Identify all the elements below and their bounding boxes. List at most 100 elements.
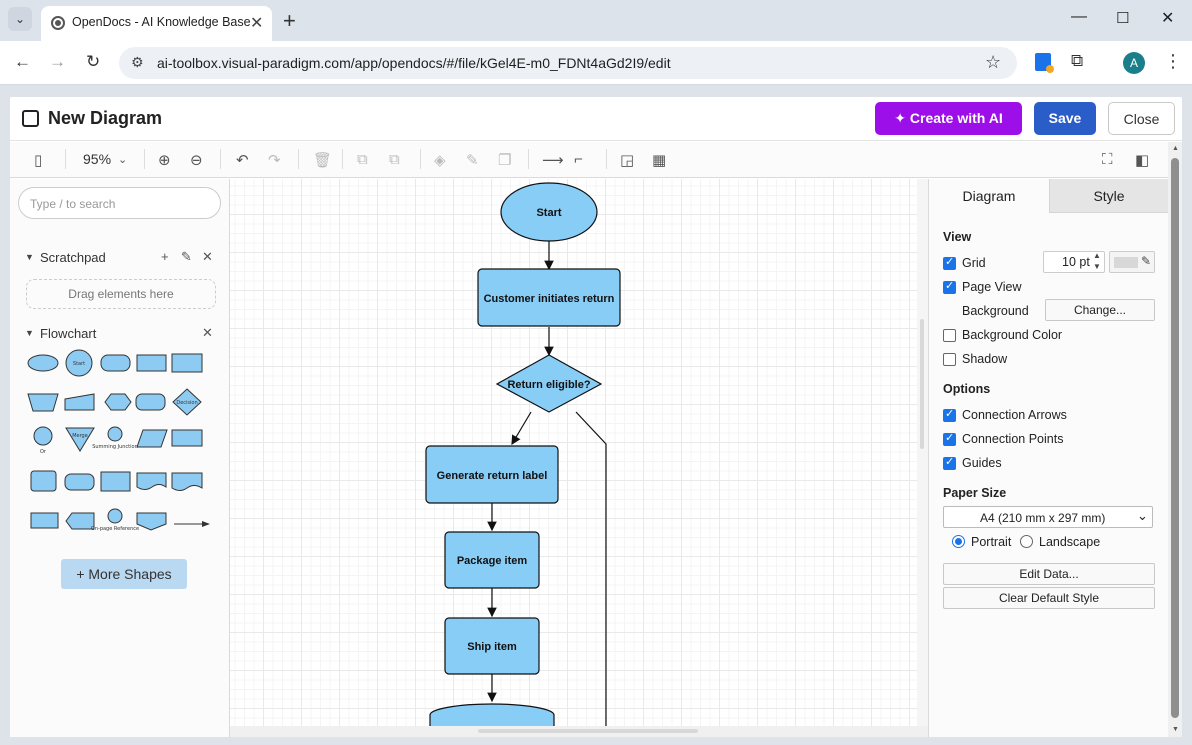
- table-icon[interactable]: ▦: [652, 151, 666, 169]
- more-shapes-button[interactable]: + More Shapes: [61, 559, 187, 589]
- browser-menu-icon[interactable]: ⋮: [1164, 51, 1182, 72]
- page-view-checkbox[interactable]: [943, 281, 956, 294]
- fill-color-icon[interactable]: ◈: [434, 151, 446, 169]
- zoom-level[interactable]: 95%: [83, 151, 111, 167]
- shadow-icon[interactable]: ❐: [498, 151, 511, 169]
- landscape-radio[interactable]: [1020, 535, 1033, 548]
- palette-multi-document[interactable]: [31, 513, 58, 528]
- palette-or[interactable]: [34, 427, 52, 445]
- format-panel-toggle-icon[interactable]: ◧: [1135, 151, 1149, 169]
- background-color-checkbox[interactable]: [943, 329, 956, 342]
- scrollbar-thumb[interactable]: [1171, 158, 1179, 718]
- bookmark-star-icon[interactable]: ☆: [985, 52, 1001, 73]
- back-icon[interactable]: ←: [14, 52, 31, 72]
- redo-icon[interactable]: ↷: [268, 151, 281, 169]
- flowchart-close-icon[interactable]: ✕: [202, 325, 213, 341]
- minimize-icon[interactable]: —: [1071, 8, 1087, 26]
- to-front-icon[interactable]: ⧉: [357, 151, 368, 168]
- sidebar-toggle-icon[interactable]: ▯: [34, 151, 42, 169]
- reload-icon[interactable]: ↻: [86, 52, 100, 72]
- spin-down-icon[interactable]: ▼: [1093, 262, 1101, 271]
- to-back-icon[interactable]: ⧉: [389, 151, 400, 168]
- grid-size-input[interactable]: 10 pt ▲ ▼: [1043, 251, 1105, 273]
- guides-checkbox[interactable]: [943, 457, 956, 470]
- connection-points-checkbox[interactable]: [943, 433, 956, 446]
- palette-data[interactable]: [137, 430, 167, 447]
- palette-database[interactable]: [31, 471, 56, 491]
- palette-paper-tape[interactable]: [137, 473, 166, 490]
- site-info-icon[interactable]: ⚙: [131, 54, 144, 71]
- palette-document-b[interactable]: [172, 430, 202, 446]
- canvas-vertical-scrollbar[interactable]: [917, 179, 928, 726]
- zoom-dropdown-icon[interactable]: ⌄: [118, 153, 127, 166]
- grid-color-picker[interactable]: ✎: [1109, 251, 1155, 273]
- palette-summing-junction[interactable]: [108, 427, 122, 441]
- collapse-caret-icon[interactable]: ▼: [25, 328, 34, 338]
- insert-shape-icon[interactable]: ◲: [620, 151, 634, 169]
- palette-merge[interactable]: [66, 428, 94, 451]
- shape-search-input[interactable]: Type / to search: [18, 187, 221, 219]
- palette-delay[interactable]: [136, 394, 165, 410]
- close-button[interactable]: Close: [1108, 102, 1175, 135]
- palette-on-page-reference[interactable]: [108, 509, 122, 523]
- connection-arrows-checkbox[interactable]: [943, 409, 956, 422]
- palette-display[interactable]: [66, 513, 94, 529]
- scratchpad-dropzone[interactable]: Drag elements here: [26, 279, 216, 309]
- flowchart-title[interactable]: Flowchart: [40, 326, 96, 341]
- edge-eligible-no[interactable]: [576, 412, 606, 726]
- undo-icon[interactable]: ↶: [236, 151, 249, 169]
- node-storage-partial[interactable]: [430, 704, 554, 726]
- browser-tab[interactable]: OpenDocs - AI Knowledge Base ✕: [41, 6, 272, 41]
- connection-icon[interactable]: ⟶: [542, 151, 564, 169]
- tab-search-button[interactable]: ⌄: [8, 7, 32, 31]
- waypoints-icon[interactable]: ⌐: [574, 151, 583, 168]
- palette-terminator[interactable]: [28, 355, 58, 371]
- edit-data-button[interactable]: Edit Data...: [943, 563, 1155, 585]
- tab-style[interactable]: Style: [1049, 179, 1168, 213]
- extensions-puzzle-icon[interactable]: ⧉: [1071, 51, 1083, 71]
- create-with-ai-button[interactable]: ✦ Create with AI: [875, 102, 1022, 135]
- palette-manual-op[interactable]: [28, 394, 58, 411]
- flowchart-shape-palette[interactable]: Start Decision Or Merge Summing Junction…: [10, 344, 230, 544]
- collapse-caret-icon[interactable]: ▼: [25, 252, 34, 262]
- zoom-out-icon[interactable]: ⊖: [190, 151, 203, 169]
- omnibox[interactable]: ⚙ ai-toolbox.visual-paradigm.com/app/ope…: [119, 47, 1017, 79]
- shadow-checkbox[interactable]: [943, 353, 956, 366]
- palette-manual-input[interactable]: [65, 394, 94, 410]
- extension-icon[interactable]: [1035, 53, 1051, 71]
- palette-off-page-reference[interactable]: [137, 513, 166, 530]
- palette-process-rounded[interactable]: [101, 355, 130, 371]
- palette-internal-storage[interactable]: [101, 472, 130, 491]
- tab-diagram[interactable]: Diagram: [929, 179, 1049, 213]
- canvas-horizontal-scrollbar[interactable]: [230, 726, 928, 737]
- line-color-icon[interactable]: ✎: [466, 151, 479, 169]
- new-tab-icon[interactable]: +: [283, 8, 296, 34]
- delete-icon[interactable]: 🗑: [313, 151, 332, 169]
- palette-subprocess[interactable]: [172, 354, 202, 372]
- scratchpad-close-icon[interactable]: ✕: [202, 249, 213, 265]
- spin-up-icon[interactable]: ▲: [1093, 251, 1101, 260]
- paper-size-select[interactable]: A4 (210 mm x 297 mm) ⌄: [943, 506, 1153, 528]
- maximize-icon[interactable]: ☐: [1116, 9, 1129, 27]
- scratchpad-title[interactable]: Scratchpad: [40, 250, 106, 265]
- palette-process[interactable]: [137, 355, 166, 371]
- clear-default-style-button[interactable]: Clear Default Style: [943, 587, 1155, 609]
- palette-document[interactable]: [172, 473, 202, 491]
- dialog-vertical-scrollbar[interactable]: ▲ ▼: [1168, 142, 1182, 737]
- save-button[interactable]: Save: [1034, 102, 1096, 135]
- edge-eligible-to-label[interactable]: [512, 412, 531, 444]
- palette-stored-data[interactable]: [65, 474, 94, 490]
- palette-preparation[interactable]: [105, 394, 131, 410]
- forward-icon[interactable]: →: [49, 52, 66, 72]
- change-background-button[interactable]: Change...: [1045, 299, 1155, 321]
- diagram-canvas[interactable]: Start Customer initiates return Return e…: [230, 179, 917, 726]
- grid-checkbox[interactable]: [943, 257, 956, 270]
- zoom-in-icon[interactable]: ⊕: [158, 151, 171, 169]
- fullscreen-icon[interactable]: ⛶: [1102, 151, 1113, 168]
- window-close-icon[interactable]: ✕: [1161, 8, 1174, 28]
- flowchart-diagram[interactable]: Start Customer initiates return Return e…: [230, 179, 917, 726]
- tab-close-icon[interactable]: ✕: [250, 13, 263, 33]
- scratchpad-add-icon[interactable]: +: [161, 249, 169, 264]
- scratchpad-edit-icon[interactable]: ✎: [181, 249, 192, 265]
- url-text[interactable]: ai-toolbox.visual-paradigm.com/app/opend…: [157, 55, 671, 71]
